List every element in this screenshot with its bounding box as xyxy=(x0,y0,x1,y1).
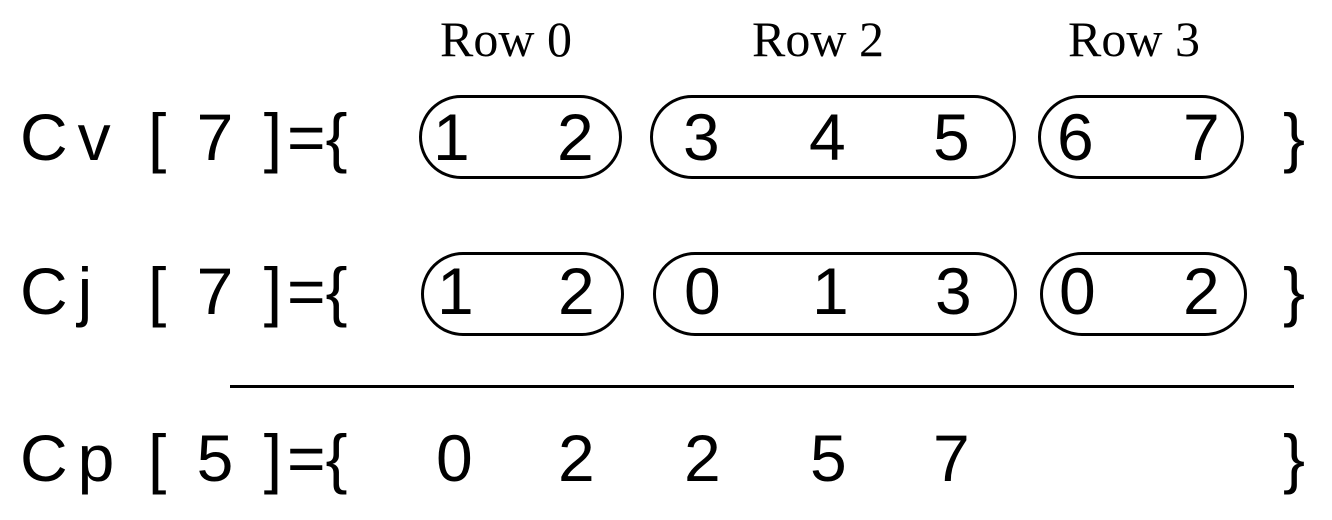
cj-value: 2 xyxy=(1183,254,1220,328)
cp-array-name: Cp xyxy=(20,421,125,495)
cj-array-size: [ 7 ] xyxy=(148,254,289,328)
cv-group-row-2 xyxy=(650,95,1016,179)
cj-open-brace: ={ xyxy=(287,254,348,328)
cj-group-row-3 xyxy=(1040,252,1247,336)
cv-close-brace: } xyxy=(1283,100,1306,174)
cv-value: 5 xyxy=(933,100,970,174)
cj-group-row-2 xyxy=(653,252,1017,336)
cv-value: 6 xyxy=(1057,100,1094,174)
cj-value: 3 xyxy=(935,254,972,328)
cj-value: 0 xyxy=(684,254,721,328)
cv-value: 2 xyxy=(557,100,594,174)
row-0-header: Row 0 xyxy=(440,11,572,67)
cv-value: 1 xyxy=(433,100,470,174)
cv-array-size: [ 7 ] xyxy=(148,100,289,174)
row-2-header: Row 2 xyxy=(752,11,884,67)
cv-open-brace: ={ xyxy=(287,100,348,174)
cp-value: 5 xyxy=(810,421,847,495)
cp-open-brace: ={ xyxy=(287,421,348,495)
cj-value: 0 xyxy=(1059,254,1096,328)
cv-value: 4 xyxy=(809,100,846,174)
cv-group-row-3 xyxy=(1038,95,1244,179)
cp-close-brace: } xyxy=(1283,421,1306,495)
cp-array-size: [ 5 ] xyxy=(148,421,289,495)
cj-close-brace: } xyxy=(1283,254,1306,328)
cp-value: 2 xyxy=(558,421,595,495)
cv-group-row-0 xyxy=(419,95,622,179)
cj-group-row-0 xyxy=(421,252,624,336)
divider-line xyxy=(230,385,1294,388)
cv-value: 3 xyxy=(683,100,720,174)
cp-value: 0 xyxy=(436,421,473,495)
cp-value: 7 xyxy=(933,421,970,495)
cj-value: 1 xyxy=(437,254,474,328)
cv-value: 7 xyxy=(1183,100,1220,174)
cj-array-name: Cj xyxy=(20,254,103,328)
cv-array-name: Cv xyxy=(20,100,121,174)
cj-value: 2 xyxy=(558,254,595,328)
cp-value: 2 xyxy=(684,421,721,495)
row-3-header: Row 3 xyxy=(1068,11,1200,67)
cj-value: 1 xyxy=(812,254,849,328)
